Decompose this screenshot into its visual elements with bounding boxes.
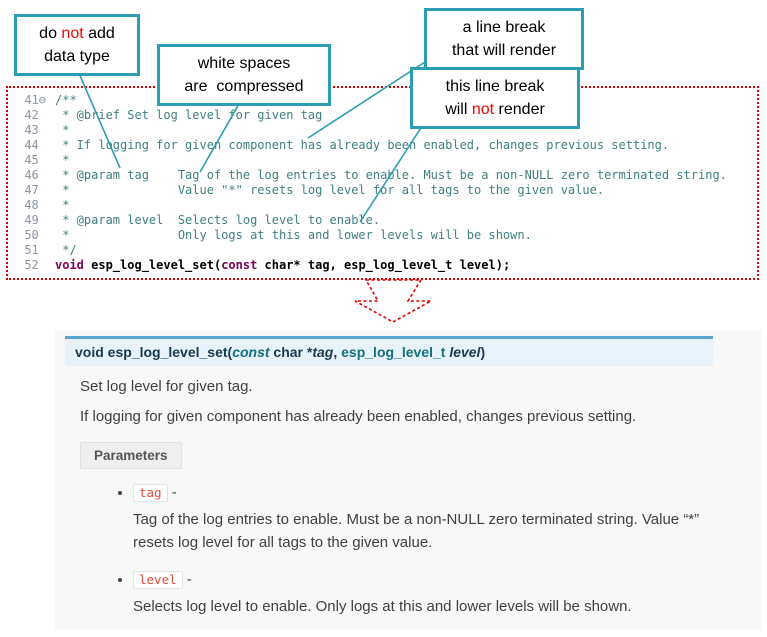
callout-no-datatype: do not add data type <box>14 14 140 77</box>
parameters-heading: Parameters <box>80 442 182 469</box>
code-segment: char* tag, esp_log_level_t level); <box>257 258 511 272</box>
code-line: 52 void esp_log_level_set(const char* ta… <box>12 258 757 273</box>
line-number: 43 <box>24 123 46 137</box>
code-line: 47 * Value "*" resets log level for all … <box>12 183 757 198</box>
line-number: 51 <box>24 243 46 257</box>
callout-text-emphasis: not <box>471 101 495 119</box>
line-number-with-fold-icon: 41⊖ <box>24 93 46 107</box>
line-number: 46 <box>24 168 46 182</box>
parameter-description: Tag of the log entries to enable. Must b… <box>133 511 700 552</box>
signature-segment: level <box>449 344 481 360</box>
rendered-docs-panel: void esp_log_level_set(const char *tag, … <box>55 330 761 630</box>
code-segment: * @param level Selects log level to enab… <box>55 213 381 227</box>
code-line: 45 * <box>12 153 757 168</box>
code-lines: 41⊖/**42 * @brief Set log level for give… <box>12 93 757 273</box>
callout-text: do <box>39 25 62 42</box>
function-signature-bar: void esp_log_level_set(const char *tag, … <box>65 336 713 366</box>
parameter-name-code: level <box>133 570 183 589</box>
callout-text: a line break <box>462 19 546 36</box>
callout-text: will <box>445 101 472 119</box>
code-segment: * @brief Set log level for given tag <box>55 108 323 122</box>
brief-description: Set log level for given tag. <box>80 378 253 395</box>
callout-linebreak-renders: a line break that will render <box>424 8 584 71</box>
callout-linebreak-not-render: this line break will not render <box>410 67 580 130</box>
code-editor-snippet: 41⊖/**42 * @brief Set log level for give… <box>6 86 759 280</box>
code-line: 46 * @param tag Tag of the log entries t… <box>12 168 757 183</box>
signature-segment: tag <box>312 344 334 360</box>
callout-whitespace-compressed: white spaces are compressed <box>157 44 331 107</box>
line-number: 44 <box>24 138 46 152</box>
code-line: 51 */ <box>12 243 757 258</box>
parameter-item: level - Selects log level to enable. Only… <box>133 570 748 618</box>
code-segment: */ <box>55 243 77 257</box>
callout-text: are compressed <box>184 78 304 96</box>
code-line: 44 * If logging for given component has … <box>12 138 757 153</box>
callout-text: white spaces <box>197 55 291 72</box>
line-number: 42 <box>24 108 46 122</box>
callout-text: render <box>494 101 545 119</box>
callout-text: add <box>83 25 115 42</box>
callout-text-emphasis: not <box>61 25 84 42</box>
code-segment: void <box>55 258 84 272</box>
parameter-item: tag - Tag of the log entries to enable. M… <box>133 484 748 555</box>
function-signature: void esp_log_level_set(const char *tag, … <box>75 344 485 360</box>
parameter-dash: - <box>167 484 177 501</box>
parameter-description: Selects log level to enable. Only logs a… <box>133 597 632 615</box>
code-line: 49 * @param level Selects log level to e… <box>12 213 757 228</box>
line-number: 48 <box>24 198 46 212</box>
signature-segment: ) <box>480 344 486 360</box>
parameters-list: tag - Tag of the log entries to enable. M… <box>55 484 748 634</box>
code-segment: * @param tag Tag of the log entries to e… <box>55 168 727 182</box>
callout-text: data type <box>44 48 110 66</box>
code-segment: esp_log_level_set( <box>83 258 222 272</box>
code-segment: * <box>55 123 70 137</box>
code-segment: * <box>55 198 70 212</box>
signature-segment: esp_log_level_t <box>341 344 446 360</box>
signature-segment: const <box>232 344 270 360</box>
callout-text: this line break <box>445 78 545 95</box>
code-line: 41⊖ /** <box>12 93 757 108</box>
signature-segment: char * <box>269 344 313 360</box>
code-segment: const <box>221 258 258 272</box>
signature-segment: ( <box>227 344 233 360</box>
signature-segment: esp_log_level_set <box>107 344 228 360</box>
line-number: 47 <box>24 183 46 197</box>
down-arrow <box>354 279 432 323</box>
line-number: 45 <box>24 153 46 167</box>
line-number: 50 <box>24 228 46 242</box>
callout-text: that will render <box>451 42 557 60</box>
code-segment: * Only logs at this and lower levels wil… <box>55 228 532 242</box>
signature-segment: , <box>333 344 342 360</box>
code-line: 50 * Only logs at this and lower levels … <box>12 228 757 243</box>
signature-segment: void <box>75 344 104 360</box>
parameter-dash: - <box>182 570 192 588</box>
detailed-description: If logging for given component has alrea… <box>80 408 637 425</box>
code-line: 43 * <box>12 123 757 138</box>
code-segment: * If logging for given component has alr… <box>55 138 670 152</box>
code-segment: * Value "*" resets log level for all tag… <box>55 183 605 197</box>
line-number: 49 <box>24 213 46 227</box>
parameter-name-code: tag <box>133 484 168 502</box>
code-segment: /** <box>55 93 77 107</box>
code-segment: * <box>55 153 70 167</box>
code-line: 48 * <box>12 198 757 213</box>
line-number: 52 <box>24 258 46 272</box>
code-line: 42 * @brief Set log level for given tag <box>12 108 757 123</box>
